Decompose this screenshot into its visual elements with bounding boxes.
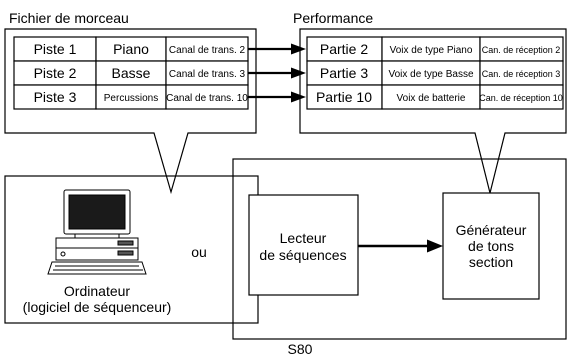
song-file-title: Fichier de morceau	[9, 10, 129, 26]
perf-row-2-part: Partie 3	[320, 65, 368, 81]
song-row-1-instrument: Piano	[113, 41, 149, 57]
tone-generator-line3: section	[469, 254, 513, 270]
song-row-1-track: Piste 1	[34, 41, 77, 57]
sequencer-label-line2: de séquences	[259, 247, 346, 263]
perf-row-1-part: Partie 2	[320, 41, 368, 57]
computer-icon	[47, 189, 147, 275]
computer-label-line1: Ordinateur	[64, 283, 130, 299]
song-row-2-track: Piste 2	[34, 65, 77, 81]
perf-row-1-voice: Voix de type Piano	[390, 45, 473, 56]
perf-row-1-channel: Can. de réception 2	[482, 45, 561, 55]
song-row-2-channel: Canal de trans. 3	[169, 69, 246, 80]
perf-row-3-part: Partie 10	[316, 89, 372, 105]
perf-row-2-voice: Voix de type Basse	[388, 69, 473, 80]
s80-label: S80	[288, 341, 313, 356]
track-to-part-arrows	[248, 43, 306, 103]
song-row-3-track: Piste 3	[34, 89, 77, 105]
performance-title: Performance	[293, 10, 373, 26]
computer-label-line2: (logiciel de séquenceur)	[23, 299, 172, 315]
performance-table	[306, 36, 564, 110]
tone-generator-line2: de tons	[468, 238, 514, 254]
sequencer-label-line1: Lecteur	[280, 230, 327, 246]
song-row-3-channel: Canal de trans. 10	[166, 93, 248, 104]
song-row-1-channel: Canal de trans. 2	[169, 45, 246, 56]
sequencer-box	[248, 194, 359, 296]
song-file-table	[13, 36, 249, 110]
sequencer-to-tone-arrow	[358, 239, 443, 253]
song-row-3-instrument: Percussions	[104, 93, 158, 104]
tone-generator-box	[442, 192, 540, 300]
perf-row-3-channel: Can. de réception 10	[479, 93, 563, 103]
or-label: ou	[191, 244, 207, 260]
song-row-2-instrument: Basse	[112, 65, 151, 81]
perf-row-3-voice: Voix de batterie	[397, 93, 466, 104]
perf-row-2-channel: Can. de réception 3	[482, 69, 561, 79]
tone-generator-line1: Générateur	[456, 222, 527, 238]
s80-region	[232, 158, 567, 340]
